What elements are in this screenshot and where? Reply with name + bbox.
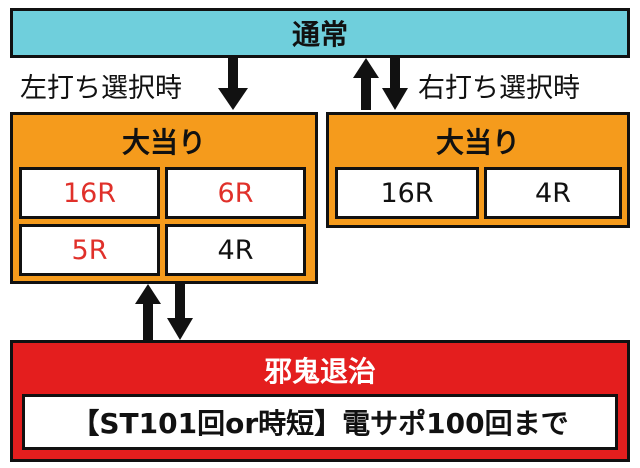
arrow-up-icon bbox=[353, 58, 379, 110]
jaki-taiji-title: 邪鬼退治 bbox=[263, 355, 376, 388]
normal-state-box: 通常 bbox=[10, 8, 630, 58]
right-cell-4r: 4R bbox=[484, 167, 622, 219]
arrow-down-icon bbox=[218, 58, 248, 110]
right-cell-16r: 16R bbox=[335, 167, 479, 219]
left-cell-16r: 16R bbox=[19, 167, 160, 219]
arrow-up-icon bbox=[135, 284, 161, 340]
left-select-label: 左打ち選択時 bbox=[20, 73, 182, 104]
jaki-taiji-detail: 【ST101回or時短】電サポ100回まで bbox=[22, 394, 618, 450]
right-select-label: 右打ち選択時 bbox=[418, 73, 580, 104]
arrow-down-icon bbox=[382, 58, 408, 110]
normal-state-label: 通常 bbox=[291, 18, 348, 51]
left-cell-6r: 6R bbox=[165, 167, 306, 219]
left-jackpot-title: 大当り bbox=[121, 126, 206, 159]
left-cell-5r: 5R bbox=[19, 224, 160, 276]
arrow-down-icon bbox=[167, 284, 193, 340]
right-jackpot-title: 大当り bbox=[435, 126, 520, 159]
left-cell-4r: 4R bbox=[165, 224, 306, 276]
